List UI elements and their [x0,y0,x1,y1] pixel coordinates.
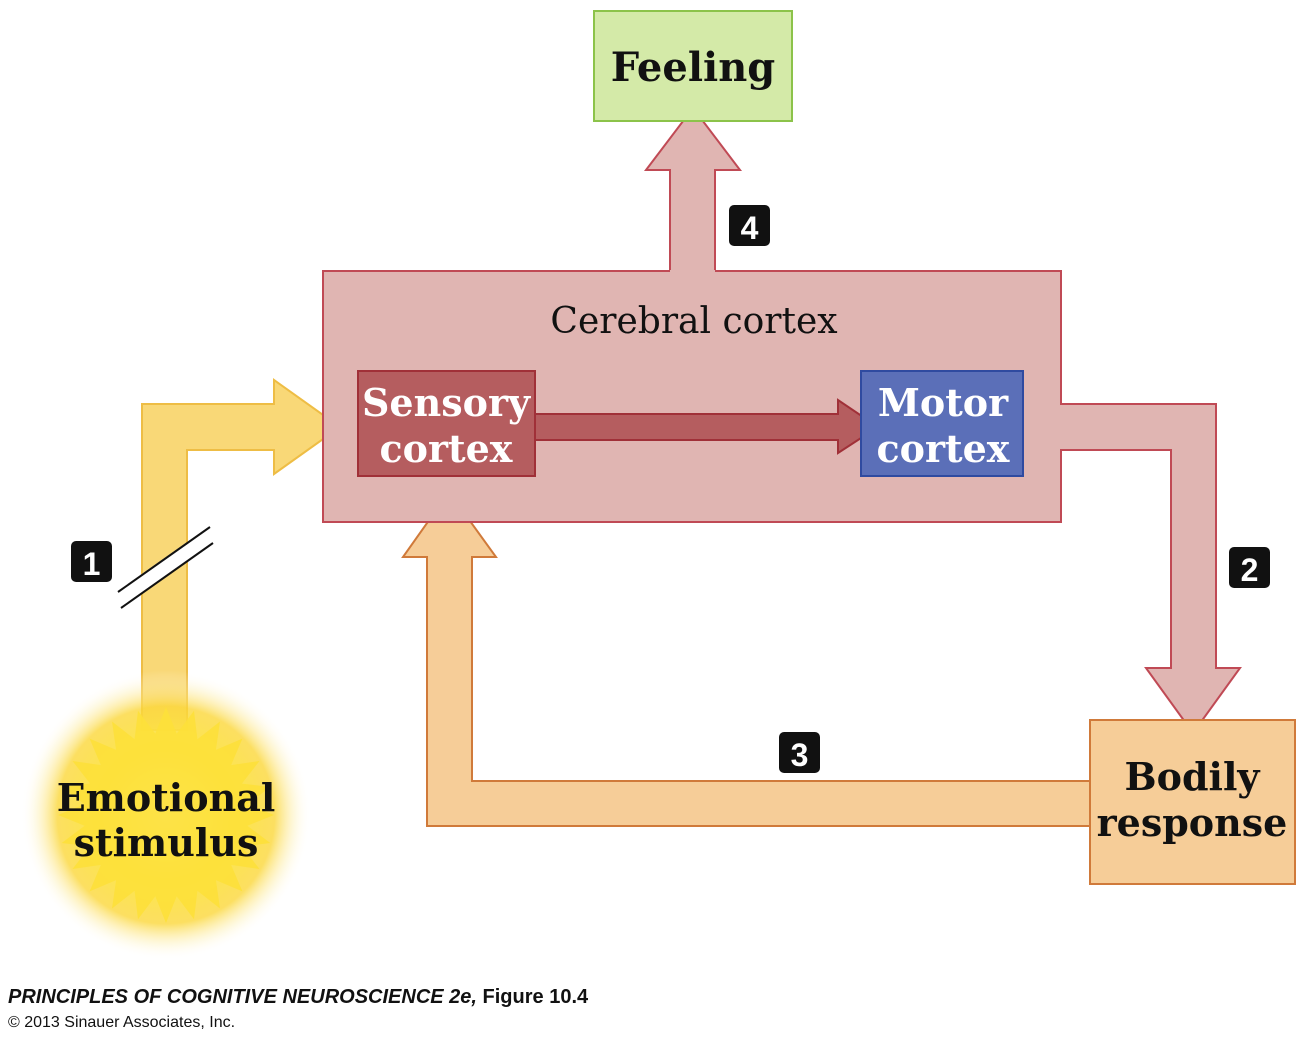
svg-text:3: 3 [791,737,809,773]
step-badge-2: 2 [1229,547,1270,588]
motor-cortex-label-line1: Motor [878,380,1009,425]
cerebral-cortex-label: Cerebral cortex [550,301,837,342]
bodily-response-label-line2: response [1097,800,1288,845]
feeling-box [593,10,793,122]
svg-text:4: 4 [741,210,759,246]
figure-caption: PRINCIPLES OF COGNITIVE NEUROSCIENCE 2e,… [8,986,588,1009]
arrow-body-to-sensory [401,490,1092,827]
motor-cortex-box [860,370,1024,477]
book-title: PRINCIPLES OF COGNITIVE NEUROSCIENCE 2e, [8,986,477,1008]
bodily-response-label-line1: Bodily [1125,754,1261,799]
sensory-cortex-label-line2: cortex [380,426,513,471]
feeling-label: Feeling [611,44,776,91]
emotional-stimulus-label-line2: stimulus [74,820,259,865]
arrow-cortex-to-feeling [643,106,743,273]
step-badge-4: 4 [729,205,770,246]
emotional-stimulus-burst [21,670,311,960]
step-badge-1: 1 [71,541,112,582]
pathway-break-mark [116,526,214,609]
step-badge-3: 3 [779,732,820,773]
copyright: © 2013 Sinauer Associates, Inc. [8,1014,236,1031]
arrow-cortex-to-body [1059,403,1242,735]
sensory-cortex-label-line1: Sensory [362,380,531,425]
emotional-stimulus-label-line1: Emotional [57,775,276,820]
sensory-cortex-box [357,370,536,477]
svg-text:2: 2 [1241,552,1259,588]
motor-cortex-label-line2: cortex [877,426,1010,471]
figure-number: Figure 10.4 [482,986,589,1008]
bodily-response-box [1089,719,1296,885]
svg-text:1: 1 [83,546,101,582]
arrow-sensory-to-motor [534,398,880,455]
